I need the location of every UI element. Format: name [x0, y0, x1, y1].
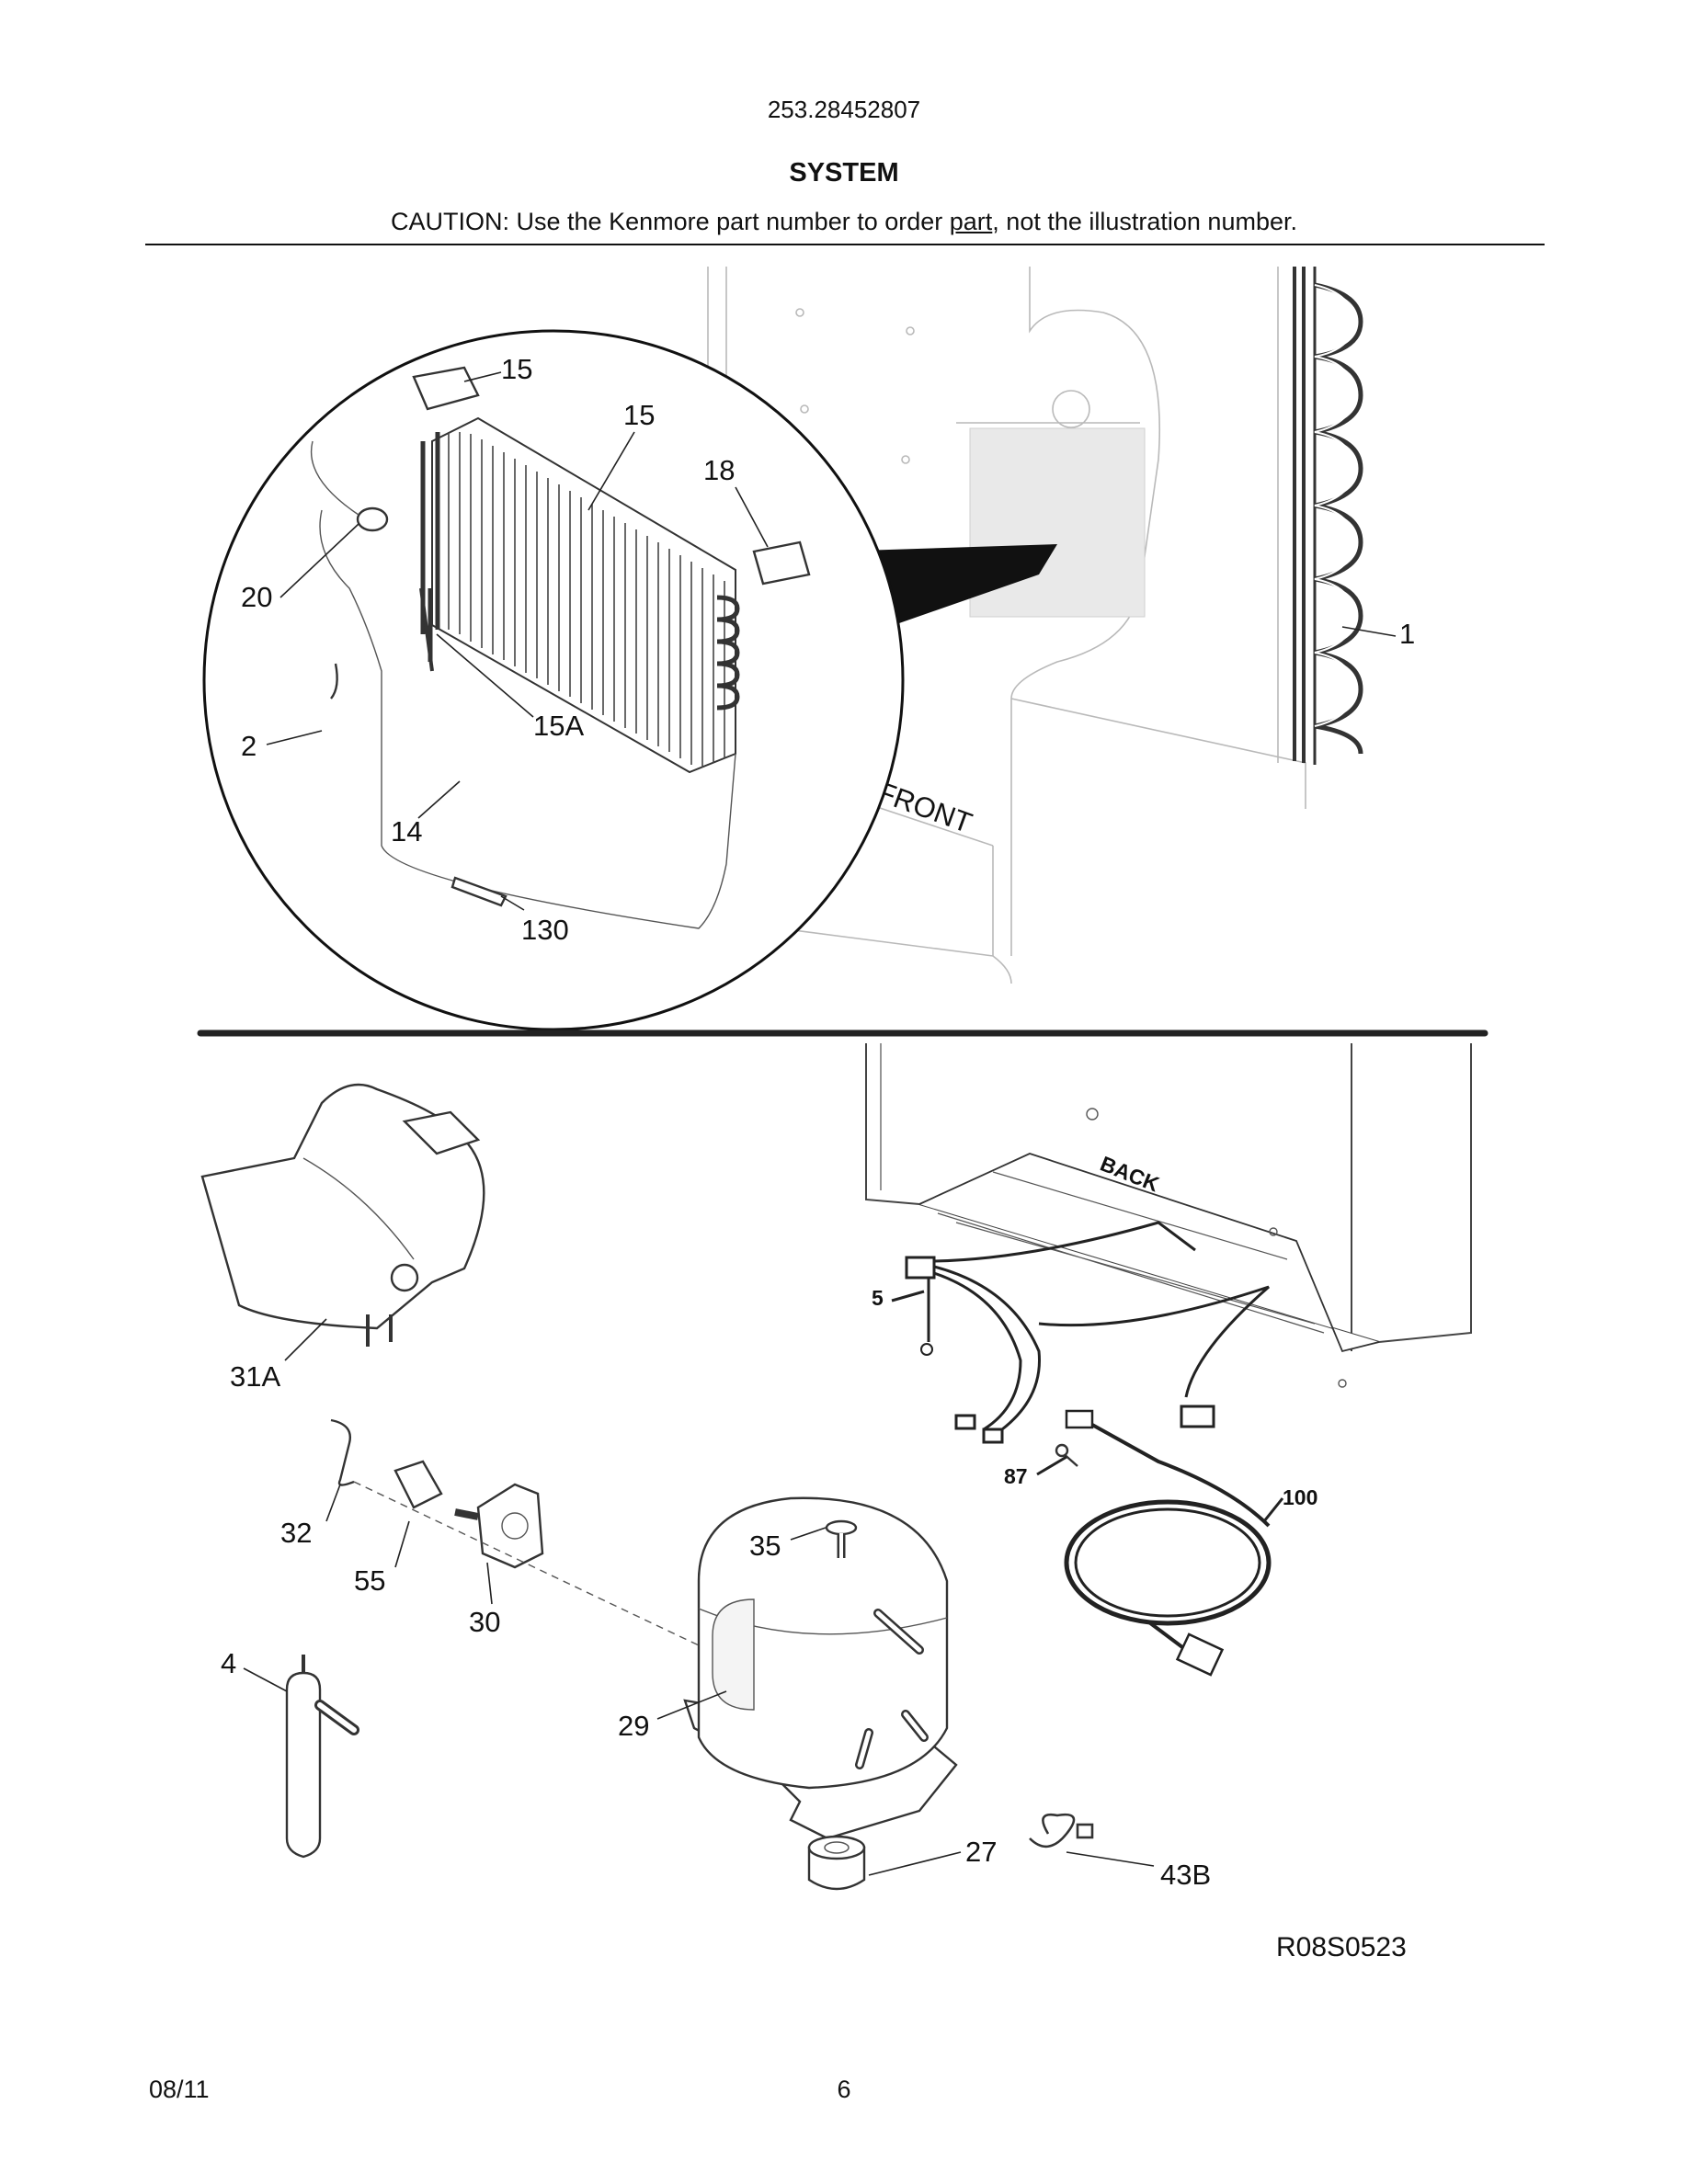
footer-date: 08/11 — [149, 2076, 210, 2103]
part-35-bolt — [825, 1519, 858, 1558]
part-2-clip — [330, 663, 338, 700]
compressor — [683, 1496, 958, 1840]
wiring-harness — [905, 1221, 1270, 1444]
part-18-bracket — [752, 540, 811, 586]
part-43b-clip — [1029, 1813, 1094, 1848]
callout-5: 5 — [872, 1286, 884, 1310]
header-rule — [145, 244, 1545, 245]
part-55-overload — [393, 1460, 443, 1509]
caution-prefix: CAUTION: Use the Kenmore part number to … — [391, 208, 950, 235]
freezer-cabinet-back-view — [865, 1043, 1472, 1388]
callout-31a: 31A — [230, 1360, 280, 1393]
callout-1: 1 — [1399, 618, 1415, 650]
callout-87: 87 — [1004, 1464, 1028, 1488]
part-19-bracket — [412, 366, 480, 411]
callout-43b: 43B — [1160, 1859, 1211, 1891]
caution-part-link[interactable]: part — [949, 208, 993, 235]
callout-15a: 15A — [533, 710, 584, 742]
callout-4: 4 — [221, 1647, 236, 1679]
model-number: 253.28452807 — [767, 96, 921, 123]
callout-35: 35 — [749, 1530, 781, 1562]
part-31a-drain-pan — [200, 1083, 485, 1347]
part-30-relay — [454, 1483, 544, 1569]
callout-19: 15 — [501, 353, 532, 385]
front-label: FRONT — [873, 776, 976, 839]
callout-18: 18 — [703, 454, 735, 486]
page-number: 6 — [837, 2076, 851, 2103]
callout-27: 27 — [965, 1836, 997, 1868]
callout-55: 55 — [354, 1564, 385, 1597]
part-20-thermostat — [356, 506, 389, 532]
power-cord — [1064, 1409, 1272, 1677]
part-4-drier — [285, 1655, 359, 1859]
callout-130: 130 — [521, 914, 569, 946]
section-title: SYSTEM — [789, 158, 899, 188]
part-32-clip — [330, 1418, 355, 1486]
condenser-coil — [1293, 267, 1363, 765]
callout-15: 15 — [623, 399, 655, 431]
callout-20: 20 — [241, 581, 272, 613]
callout-30: 30 — [469, 1606, 500, 1638]
caution-note: CAUTION: Use the Kenmore part number to … — [0, 208, 1688, 236]
part-130-drain-plug — [451, 876, 508, 907]
part-27-grommet — [807, 1835, 866, 1891]
caution-suffix: , not the illustration number. — [992, 208, 1297, 235]
callout-14: 14 — [391, 815, 422, 847]
callout-29: 29 — [618, 1710, 649, 1742]
callout-100: 100 — [1283, 1485, 1317, 1509]
drawing-id: R08S0523 — [1276, 1932, 1407, 1962]
callout-32: 32 — [280, 1517, 312, 1549]
callout-2: 2 — [241, 730, 257, 762]
